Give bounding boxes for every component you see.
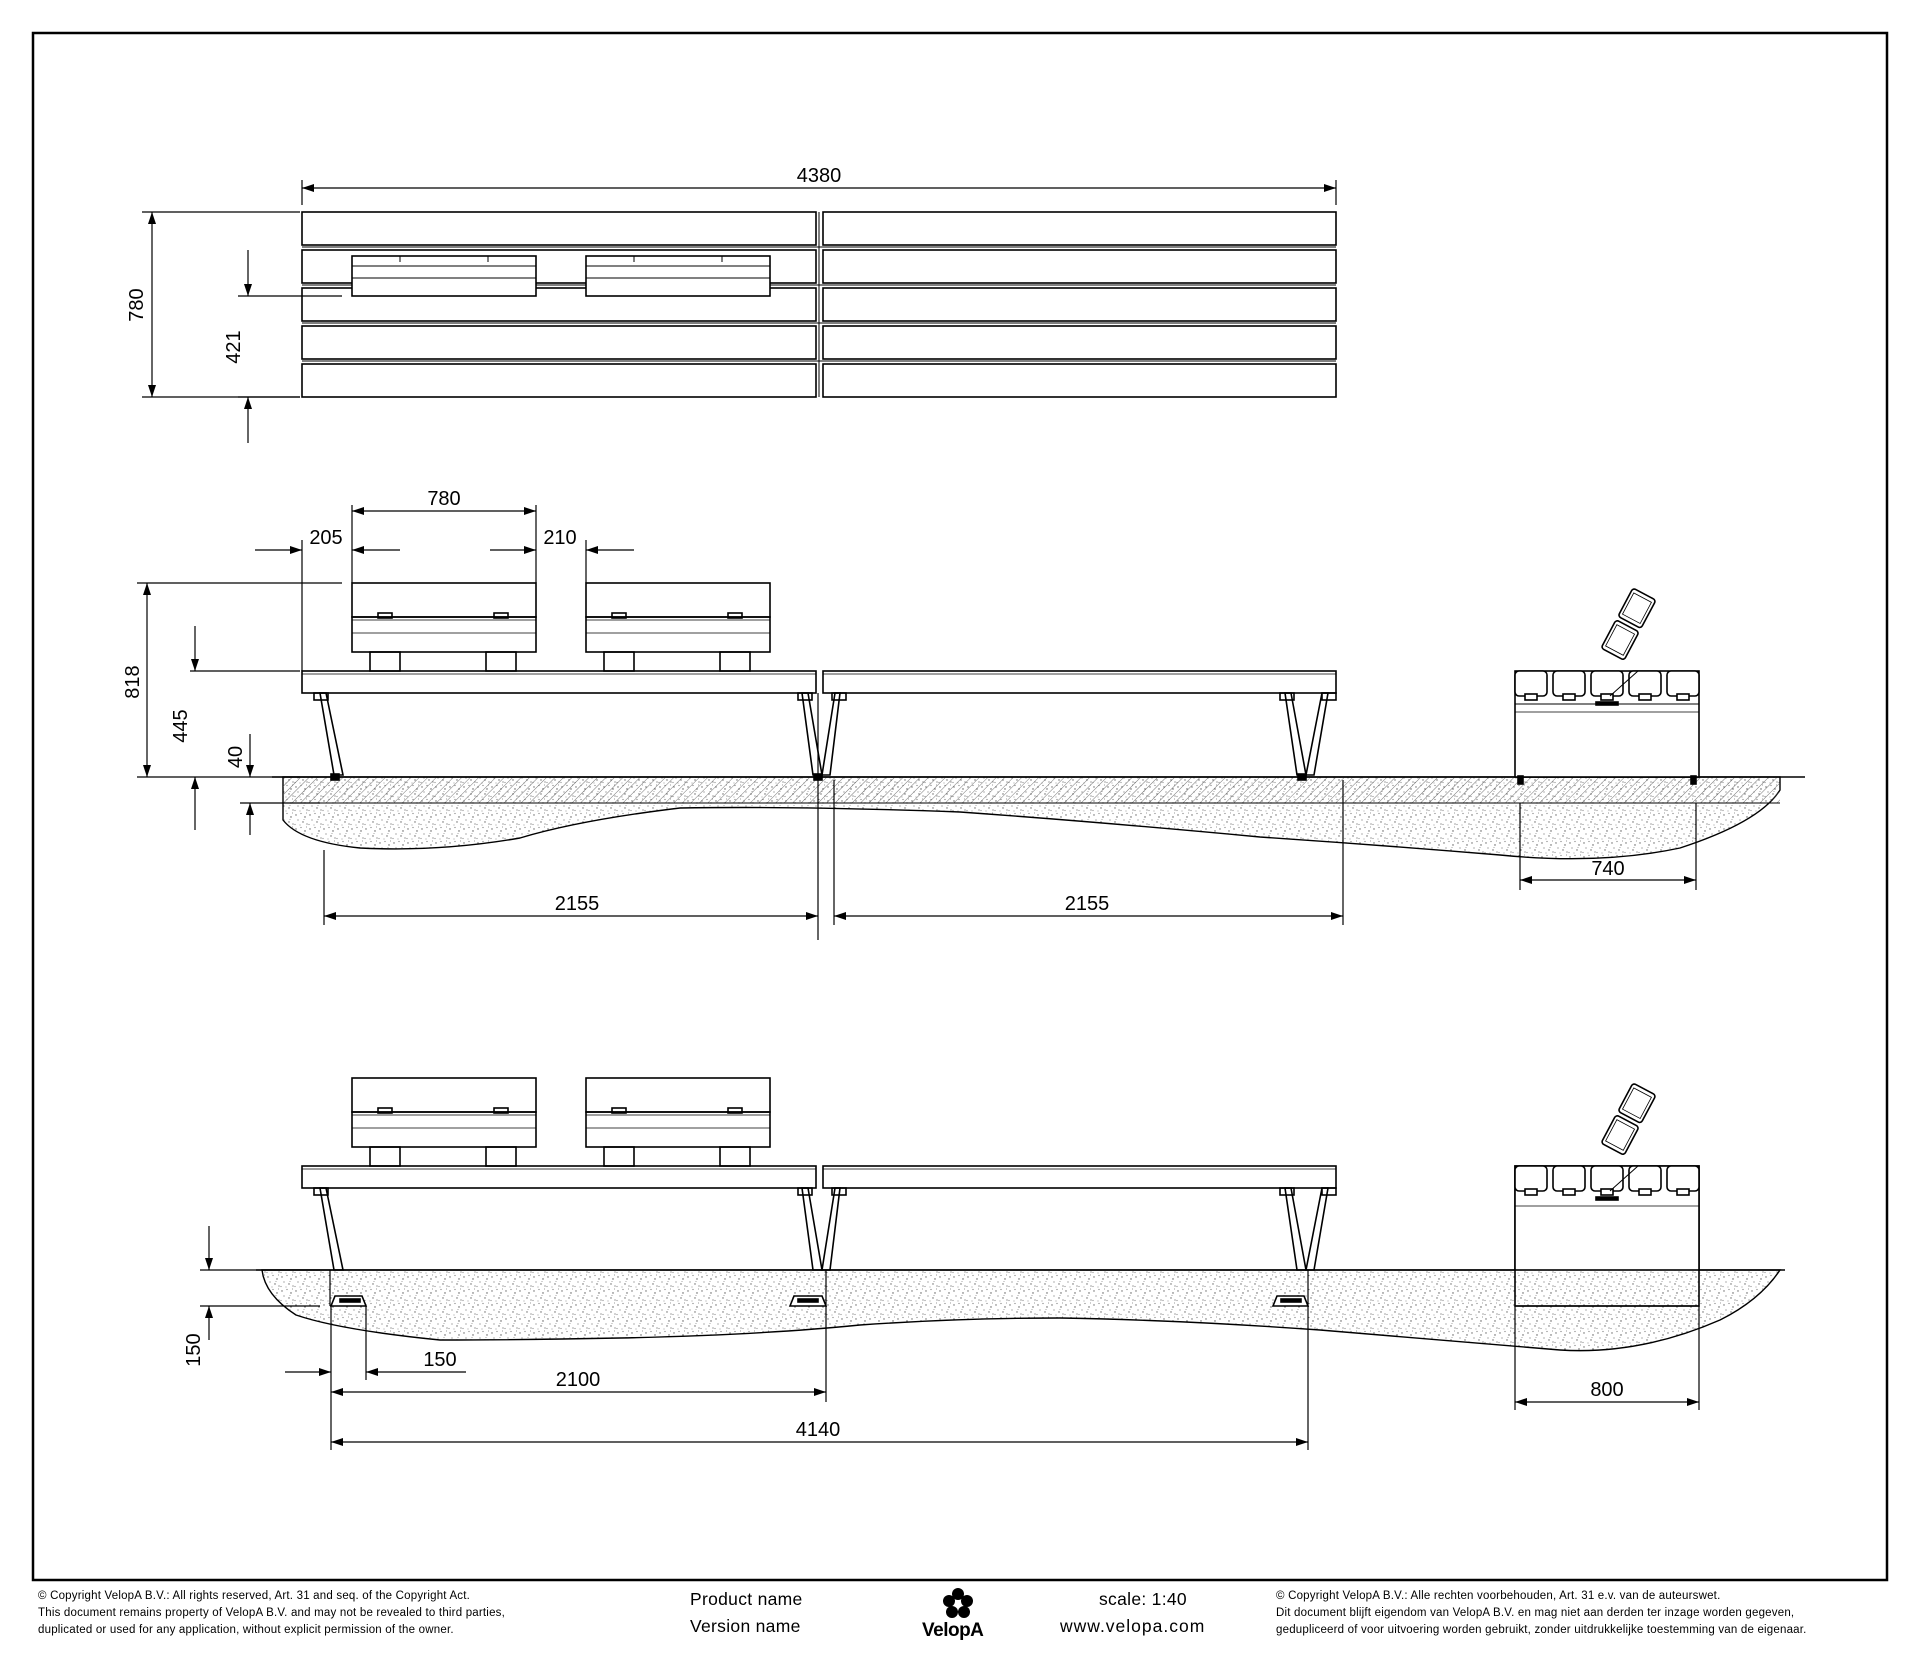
dim-end-width: 740	[1591, 858, 1624, 880]
velopa-logo: VelopA	[916, 1584, 1000, 1648]
dim-base-height: 40	[225, 746, 247, 768]
dim-overall-length: 4380	[797, 165, 842, 187]
dim-end-width-front: 800	[1590, 1379, 1623, 1401]
dim-bench-length: 780	[427, 488, 460, 510]
top-view-dimensions	[142, 180, 1337, 443]
dim-span-total: 4140	[796, 1419, 841, 1441]
top-view	[301, 211, 1337, 398]
side-view-dimensions	[137, 505, 1696, 925]
front-view-dimensions	[200, 1226, 1699, 1450]
scale-label: scale: 1:40	[1099, 1589, 1187, 1609]
copyright-line: duplicated or used for any application, …	[38, 1624, 454, 1636]
drawing-frame	[31, 31, 1889, 1582]
front-end-view	[1514, 1083, 1700, 1410]
dim-bench-offset: 421	[223, 330, 245, 363]
copyright-line: This document remains property of VelopA…	[38, 1607, 506, 1619]
dim-depth: 150	[183, 1333, 205, 1366]
side-view	[272, 582, 1805, 940]
dim-span-right: 2155	[1065, 893, 1110, 915]
version-name: Version name	[690, 1616, 801, 1636]
dim-seat-height: 445	[170, 709, 192, 742]
front-view	[256, 1077, 1785, 1352]
dim-foot-width: 150	[423, 1349, 456, 1371]
copyright-line: gedupliceerd of voor uitvoering worden g…	[1276, 1624, 1807, 1636]
dim-span-left: 2155	[555, 893, 600, 915]
logo-text: VelopA	[922, 1620, 984, 1641]
product-name: Product name	[690, 1589, 803, 1609]
dim-gap: 210	[543, 527, 576, 549]
copyright-english: © Copyright VelopA B.V.: All rights rese…	[38, 1588, 505, 1639]
dim-span-half: 2100	[556, 1369, 601, 1391]
copyright-line: © Copyright VelopA B.V.: Alle rechten vo…	[1276, 1590, 1721, 1602]
side-end-view	[1514, 588, 1700, 890]
copyright-line: © Copyright VelopA B.V.: All rights rese…	[38, 1590, 471, 1602]
logo-flower-icon	[943, 1588, 973, 1618]
dim-overall-height: 818	[122, 665, 144, 698]
copyright-line: Dit document blijft eigendom van VelopA …	[1276, 1607, 1795, 1619]
dim-left-offset: 205	[309, 527, 342, 549]
dim-overall-width: 780	[126, 288, 148, 321]
website-link[interactable]: www.velopa.com	[1060, 1616, 1206, 1636]
copyright-dutch: © Copyright VelopA B.V.: Alle rechten vo…	[1276, 1588, 1807, 1639]
